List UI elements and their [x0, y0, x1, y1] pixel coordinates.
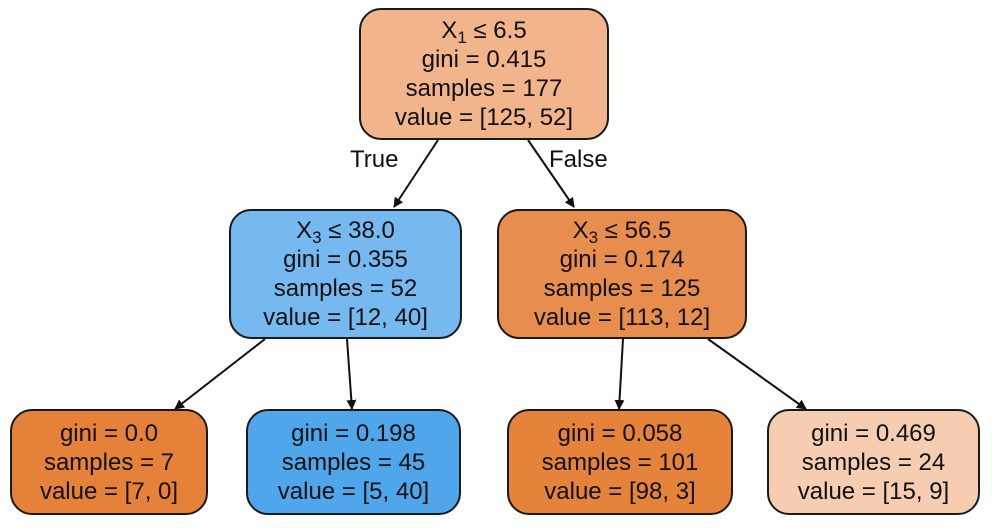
- left-node: X3 ≤ 38.0 gini = 0.355 samples = 52 valu…: [229, 209, 462, 339]
- node-gini: gini = 0.174: [559, 246, 685, 273]
- edge-label-false: False: [549, 146, 608, 173]
- leaf-node-rr: gini = 0.469 samples = 24 value = [15, 9…: [767, 409, 980, 515]
- leaf-node-rl: gini = 0.058 samples = 101 value = [98, …: [507, 409, 733, 515]
- node-gini: gini = 0.415: [421, 46, 547, 73]
- node-split-condition: X3 ≤ 38.0: [296, 216, 395, 247]
- split-variable: X: [572, 217, 589, 244]
- node-samples: samples = 52: [273, 275, 418, 302]
- node-samples: samples = 24: [801, 448, 946, 476]
- node-gini: gini = 0.355: [283, 246, 408, 273]
- node-samples: samples = 45: [281, 448, 426, 476]
- node-value: value = [15, 9]: [797, 477, 950, 505]
- leaf-node-lr: gini = 0.198 samples = 45 value = [5, 40…: [246, 409, 461, 515]
- edge-left-to-leaf-ll: [174, 338, 266, 410]
- split-variable: X: [296, 217, 313, 244]
- node-value: value = [7, 0]: [39, 477, 179, 505]
- split-variable-index: 3: [588, 228, 599, 247]
- node-samples: samples = 125: [543, 275, 701, 302]
- node-value: value = [113, 12]: [533, 304, 711, 331]
- node-samples: samples = 7: [43, 448, 175, 476]
- node-split-condition: X3 ≤ 56.5: [572, 216, 672, 247]
- leaf-node-ll: gini = 0.0 samples = 7 value = [7, 0]: [10, 409, 208, 515]
- edge-right-to-leaf-rr: [707, 338, 807, 410]
- split-variable-index: 1: [457, 28, 467, 47]
- root-node: X1 ≤ 6.5 gini = 0.415 samples = 177 valu…: [359, 8, 609, 140]
- split-threshold: ≤ 38.0: [321, 217, 395, 244]
- node-value: value = [12, 40]: [263, 304, 428, 331]
- edge-root-to-left: [393, 139, 439, 208]
- edge-right-to-leaf-rl: [614, 338, 625, 410]
- node-samples: samples = 177: [405, 75, 563, 102]
- node-gini: gini = 0.198: [291, 419, 416, 447]
- node-gini: gini = 0.0: [59, 419, 159, 447]
- node-samples: samples = 101: [541, 448, 699, 476]
- node-split-condition: X1 ≤ 6.5: [441, 16, 527, 47]
- edge-label-true: True: [350, 146, 399, 173]
- split-variable-index: 3: [312, 228, 322, 247]
- right-node: X3 ≤ 56.5 gini = 0.174 samples = 125 val…: [497, 209, 747, 339]
- node-gini: gini = 0.058: [557, 419, 683, 447]
- split-threshold: ≤ 56.5: [598, 217, 672, 244]
- edge-root-to-right: [527, 139, 575, 208]
- split-variable: X: [441, 17, 458, 44]
- node-value: value = [98, 3]: [544, 477, 696, 505]
- edge-left-to-leaf-lr: [346, 338, 357, 410]
- node-value: value = [5, 40]: [277, 477, 430, 505]
- node-value: value = [125, 52]: [394, 104, 574, 131]
- split-threshold: ≤ 6.5: [466, 17, 527, 44]
- node-gini: gini = 0.469: [811, 419, 936, 447]
